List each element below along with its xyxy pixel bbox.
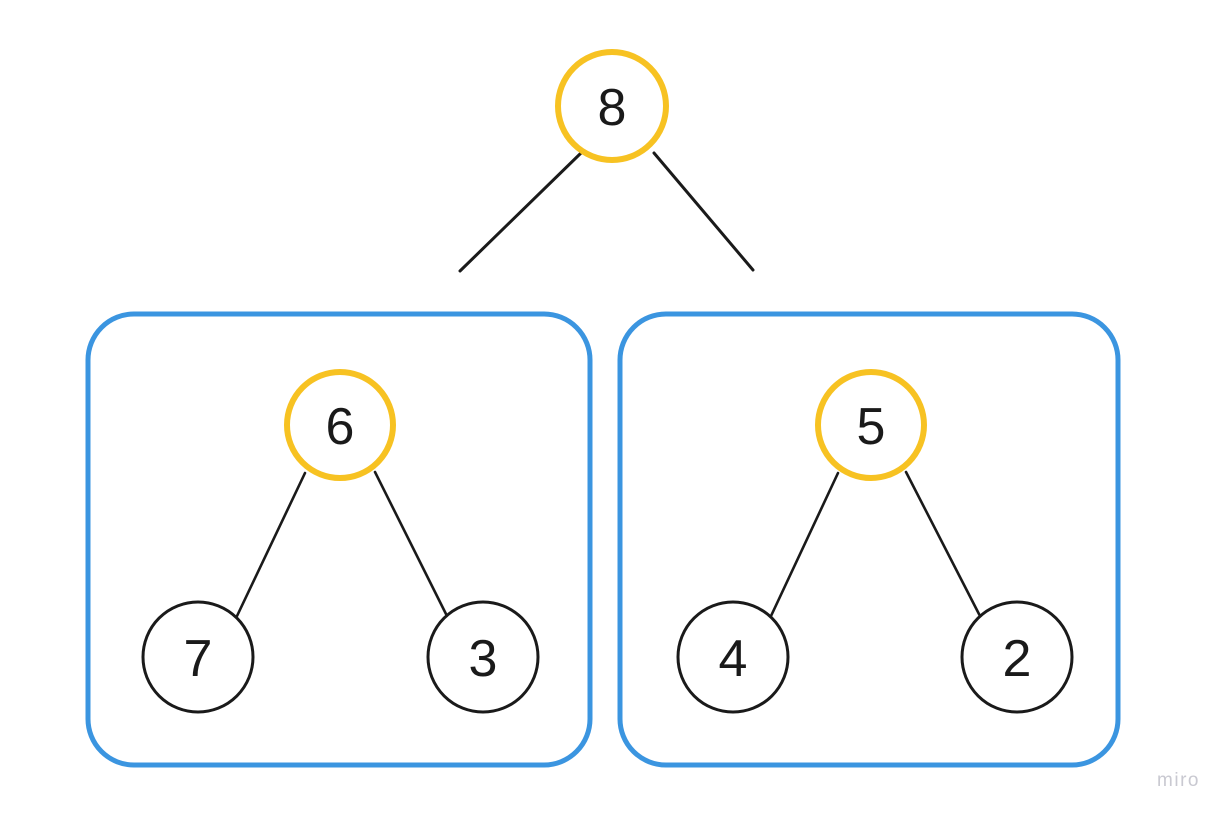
- node-right-circle[interactable]: [815, 369, 927, 481]
- edge-right-to-left-child: [769, 471, 840, 618]
- node-left-circle[interactable]: [284, 369, 396, 481]
- node-right-right-label: 2: [1003, 630, 1032, 688]
- group-rectangles: [85, 311, 1121, 768]
- node-left-label: 6: [326, 398, 355, 456]
- miro-watermark: miro: [1157, 770, 1200, 791]
- node-left-right-label: 3: [469, 630, 498, 688]
- node-left-right[interactable]: 3: [426, 600, 540, 714]
- node-left-left-circle[interactable]: [141, 600, 255, 714]
- node-right-left[interactable]: 4: [676, 600, 790, 714]
- node-root-circle[interactable]: [555, 49, 669, 163]
- node-left-left-label: 7: [184, 630, 213, 688]
- edge-left-to-left-child: [235, 471, 307, 618]
- edge-left-to-right-child: [373, 470, 449, 618]
- node-left-left[interactable]: 7: [141, 600, 255, 714]
- node-root[interactable]: 8: [555, 49, 669, 163]
- node-root-label: 8: [598, 79, 627, 137]
- left-subtree-group[interactable]: [85, 311, 593, 768]
- edge-root-to-left: [458, 151, 583, 273]
- node-right-left-label: 4: [719, 630, 748, 688]
- right-subtree-group[interactable]: [617, 311, 1121, 768]
- node-right-left-circle[interactable]: [676, 600, 790, 714]
- node-right-label: 5: [857, 398, 886, 456]
- tree-edges: [235, 151, 982, 618]
- tree-nodes: 8 6 5 7 3 4: [141, 49, 1074, 714]
- node-right-right[interactable]: 2: [960, 600, 1074, 714]
- node-right-right-circle[interactable]: [960, 600, 1074, 714]
- edge-right-to-right-child: [904, 470, 982, 618]
- node-left-right-circle[interactable]: [426, 600, 540, 714]
- edge-root-to-right: [652, 151, 755, 272]
- node-right[interactable]: 5: [815, 369, 927, 481]
- node-left[interactable]: 6: [284, 369, 396, 481]
